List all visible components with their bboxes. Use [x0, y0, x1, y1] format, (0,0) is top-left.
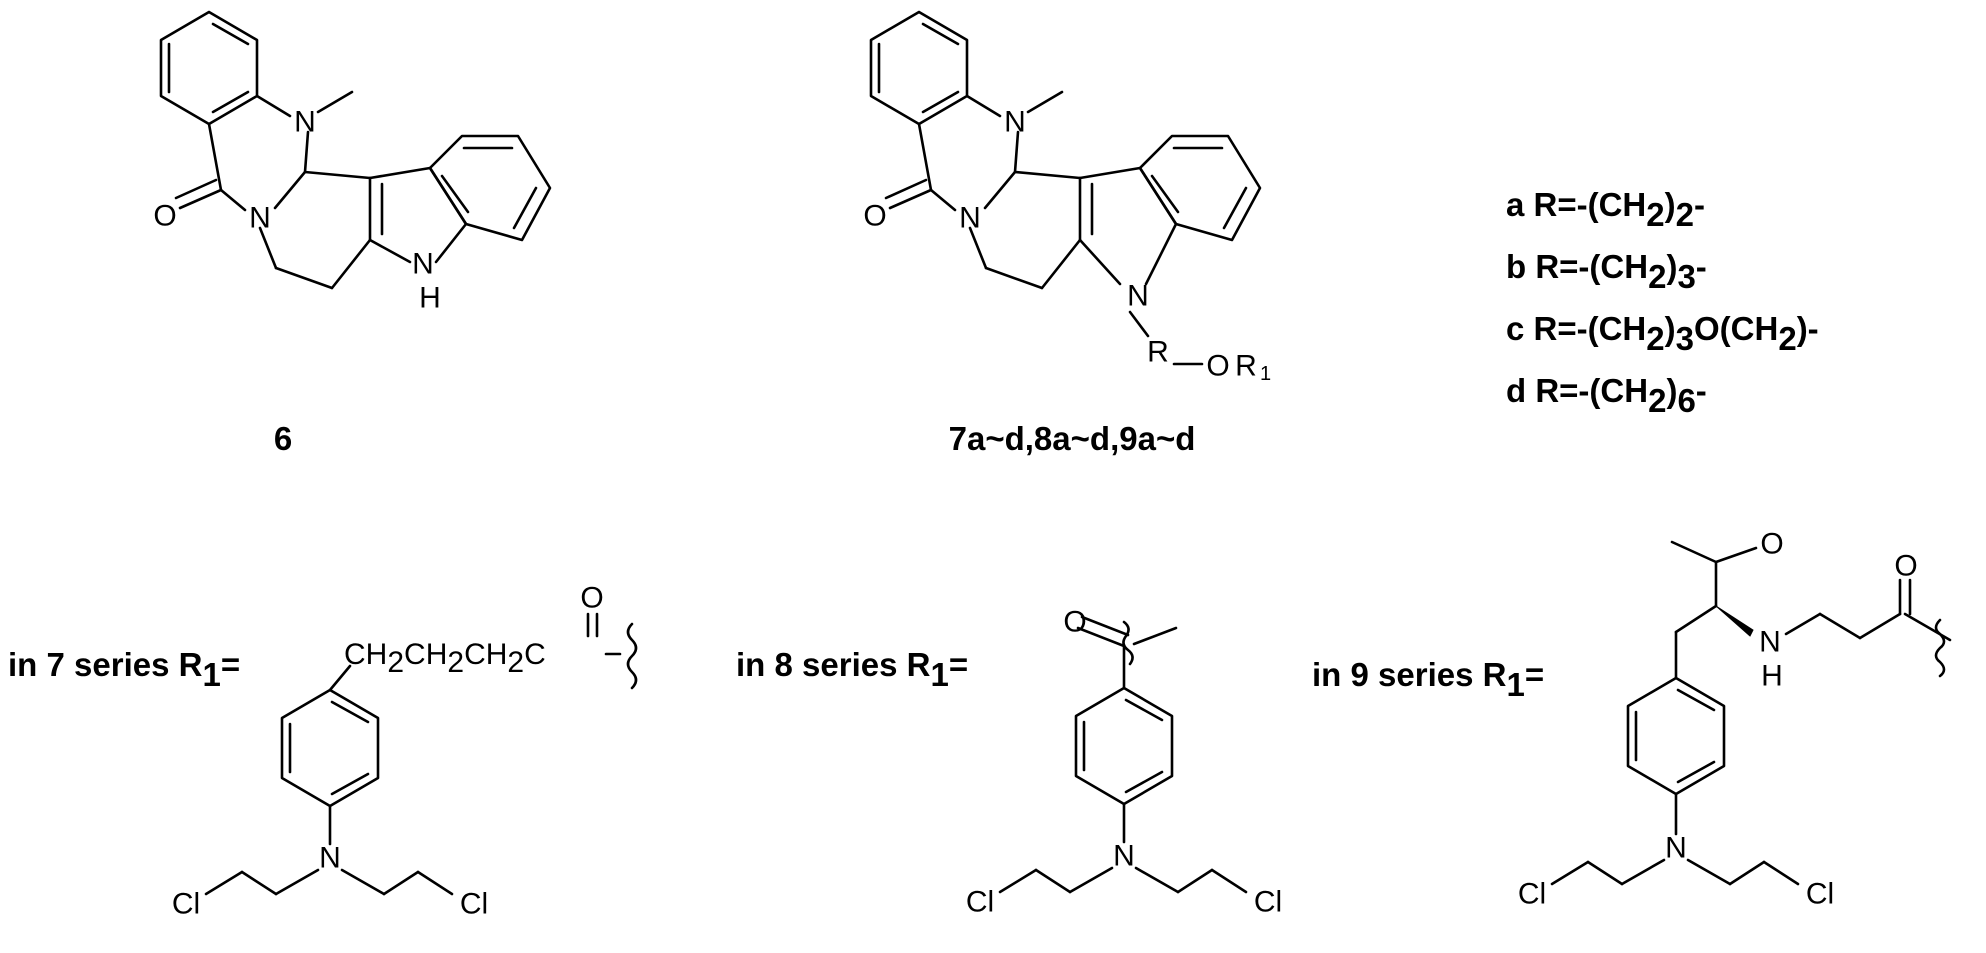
series-7-cl-left: Cl — [172, 888, 200, 921]
compound-6-nh-n: N — [412, 248, 434, 281]
compound-7-n-indole: N — [1127, 280, 1149, 313]
series-7-n: N — [319, 842, 341, 875]
series-8-cl-left: Cl — [966, 886, 994, 919]
series-8-label: in 8 series R1= — [736, 646, 968, 693]
compound-7-r1-sub: 1 — [1260, 363, 1271, 385]
compound-6-oxygen: O — [153, 200, 176, 233]
r-group-b: b R=-(CH2)3- — [1506, 248, 1707, 295]
r-group-c: c R=-(CH2)3O(CH2)- — [1506, 310, 1819, 357]
r-group-a: a R=-(CH2)2- — [1506, 186, 1705, 233]
series-9-nh-h: H — [1761, 660, 1783, 693]
series-8-structure — [998, 615, 1248, 894]
series-8-oxygen: O — [1063, 606, 1086, 639]
compound-7-label: 7a~d,8a~d,9a~d — [949, 420, 1196, 457]
compound-6-structure — [159, 10, 552, 290]
series-7-cl-right: Cl — [460, 888, 488, 921]
compound-6-n-amide: N — [249, 202, 271, 235]
series-9-oxygen-acid: O — [1894, 550, 1917, 583]
r-group-legend: a R=-(CH2)2- b R=-(CH2)3- c R=-(CH2)3O(C… — [1506, 186, 1819, 419]
series-9-structure — [1550, 540, 1952, 886]
series-9-cl-right: Cl — [1806, 878, 1834, 911]
series-7-label: in 7 series R1= — [8, 646, 240, 693]
compound-7-r: R — [1147, 336, 1169, 369]
series-9-oxygen-ketone: O — [1760, 528, 1783, 561]
series-7-chain: CH2CH2CH2C — [344, 638, 546, 679]
series-8-n: N — [1113, 840, 1135, 873]
compound-7-r1: R — [1235, 350, 1257, 383]
series-7-structure — [204, 612, 638, 896]
compound-7-oxygen: O — [863, 200, 886, 233]
compound-7-structure — [869, 10, 1262, 366]
compound-7-n-methyl: N — [1004, 106, 1026, 139]
compound-6-nh-h: H — [419, 282, 441, 315]
series-8-cl-right: Cl — [1254, 886, 1282, 919]
compound-6-n-methyl: N — [294, 106, 316, 139]
series-9-n: N — [1665, 832, 1687, 865]
series-9-label: in 9 series R1= — [1312, 656, 1544, 703]
compound-7-o: O — [1206, 350, 1229, 383]
compound-7-n-amide: N — [959, 202, 981, 235]
series-7-oxygen: O — [580, 582, 603, 615]
r-group-d: d R=-(CH2)6- — [1506, 372, 1707, 419]
compound-6-label: 6 — [274, 420, 292, 457]
series-9-cl-left: Cl — [1518, 878, 1546, 911]
series-9-nh-n: N — [1759, 626, 1781, 659]
